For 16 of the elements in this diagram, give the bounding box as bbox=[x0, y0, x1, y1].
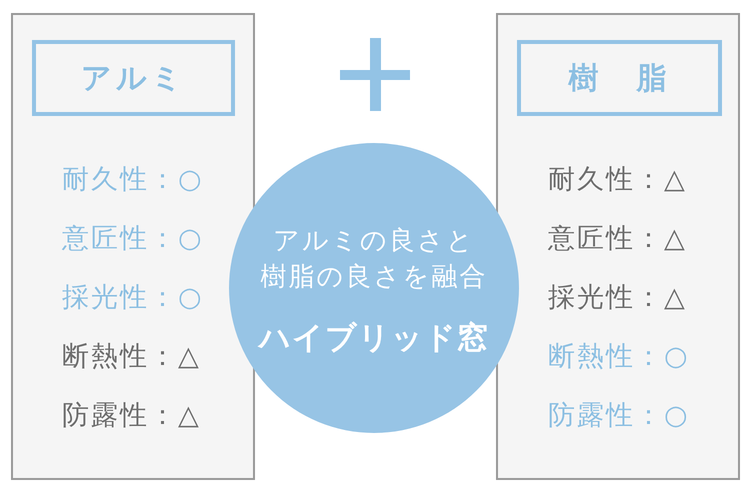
property-rating: 意匠性：○ bbox=[62, 222, 204, 256]
panel-heading: 樹 脂 bbox=[517, 40, 722, 116]
property-rating: 採光性：○ bbox=[62, 281, 204, 315]
property-rating: 耐久性：△ bbox=[548, 163, 687, 197]
circle-title: ハイブリッド窓 bbox=[259, 319, 489, 358]
circle-caption: アルミの良さと樹脂の良さを融合 bbox=[260, 225, 488, 294]
property-rating: 断熱性：△ bbox=[62, 340, 201, 374]
property-rating: 採光性：△ bbox=[548, 281, 687, 315]
property-rating: 防露性：○ bbox=[548, 399, 690, 433]
property-rating: 防露性：△ bbox=[62, 399, 201, 433]
property-rating: 断熱性：○ bbox=[548, 340, 690, 374]
comparison-panel bbox=[11, 13, 255, 480]
property-rating: 耐久性：○ bbox=[62, 163, 204, 197]
panel-heading: アルミ bbox=[32, 40, 235, 116]
property-rating: 意匠性：△ bbox=[548, 222, 687, 256]
comparison-panel bbox=[496, 13, 740, 480]
